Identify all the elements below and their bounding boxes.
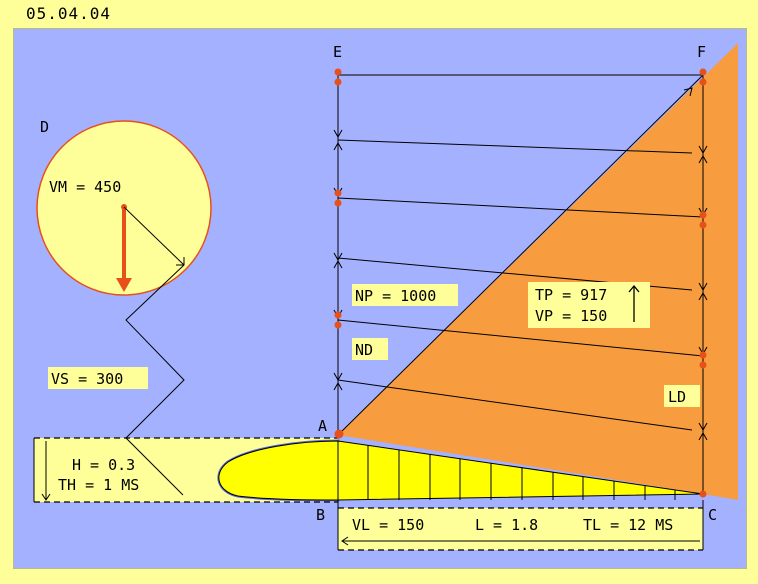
ld-label-bg <box>664 385 700 407</box>
nd-label: ND <box>355 341 373 359</box>
shock-line <box>337 74 704 436</box>
vp-label: VP = 150 <box>535 307 607 325</box>
vm-arrowhead <box>116 278 132 292</box>
tp-label: TP = 917 <box>535 286 607 304</box>
point-e-label: E <box>333 43 342 61</box>
point-f-label: F <box>697 43 706 61</box>
tp-label-bg <box>528 282 650 328</box>
airfoil-inner <box>218 440 339 501</box>
vl-arrowhead <box>341 536 349 546</box>
wave-lines <box>337 74 704 431</box>
nd-label-bg <box>352 338 388 360</box>
h-arrowhead <box>41 493 51 501</box>
point-a-label: A <box>318 417 327 435</box>
node-dots <box>334 68 707 498</box>
tl-label: TL = 12 MS <box>583 516 673 534</box>
up-arrow-icon <box>628 284 640 322</box>
airfoil-ribs <box>337 441 676 500</box>
date-title: 05.04.04 <box>26 4 112 23</box>
point-d-label: D <box>40 118 49 136</box>
ld-label: LD <box>668 388 686 406</box>
np-label-bg <box>352 284 458 306</box>
f-arrowheads <box>683 87 708 441</box>
h-label-bg <box>68 456 132 496</box>
th-diagonal <box>125 437 184 496</box>
diagonal-arrow <box>123 206 185 266</box>
point-b-label: B <box>316 506 325 524</box>
vl-label: VL = 150 <box>352 516 424 534</box>
wake-wedge <box>338 43 738 500</box>
vs-label: VS = 300 <box>51 370 123 388</box>
vs-label-bg <box>48 367 148 389</box>
th-label: TH = 1 MS <box>58 476 139 494</box>
point-c-label: C <box>708 506 717 524</box>
l-label: L = 1.8 <box>475 516 538 534</box>
vm-label-bg <box>45 175 173 197</box>
h-label: H = 0.3 <box>72 456 135 474</box>
vl-band <box>338 508 703 550</box>
np-label: NP = 1000 <box>355 287 436 305</box>
vm-label: VM = 450 <box>49 178 121 196</box>
